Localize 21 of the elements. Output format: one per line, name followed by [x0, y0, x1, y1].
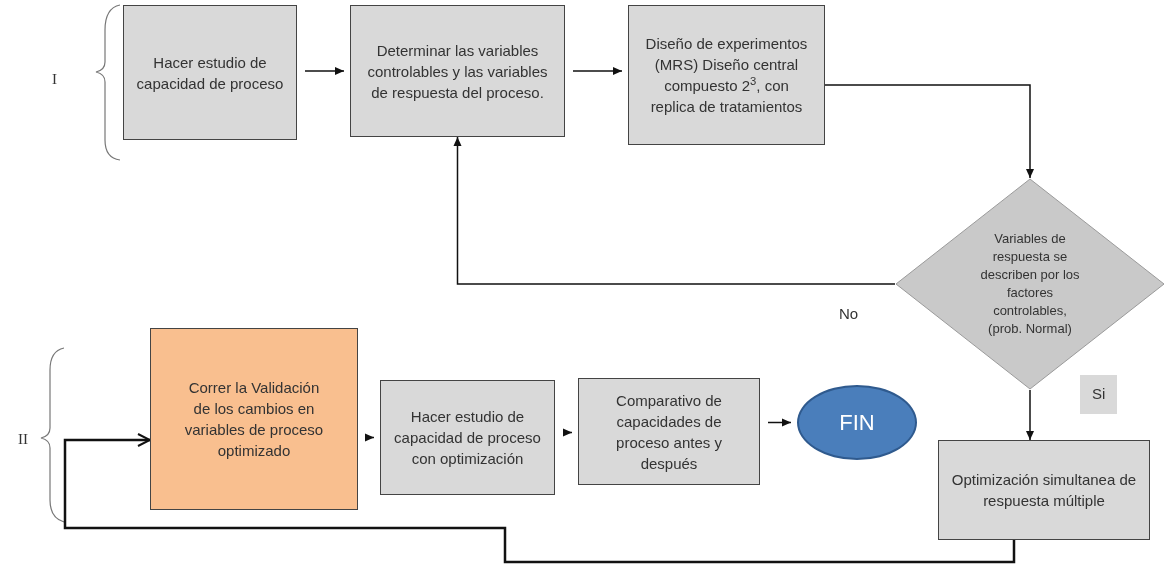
- arrow: [572, 67, 623, 75]
- process-box: Hacer estudio de capacidad de proceso: [123, 5, 297, 140]
- process-box: Diseño de experimentos (MRS) Diseño central compuesto 2$^{3}$, con replica de tratamientos: [628, 5, 825, 145]
- arrow: [767, 418, 792, 427]
- arrow: [824, 84, 1034, 179]
- process-box: Correr la Validación de los cambios en variables de proceso optimizado: [150, 328, 358, 510]
- process-box: Optimización simultanea de respuesta múltiple: [938, 440, 1150, 540]
- phase-label: I: [52, 70, 57, 89]
- process-box: Comparativo de capacidades de proceso antes y después: [578, 378, 760, 485]
- arrow: [1026, 389, 1034, 441]
- edge-label: Si: [1080, 375, 1118, 414]
- arrow: [63, 433, 1016, 564]
- arrow: [365, 433, 375, 442]
- arrow: [562, 428, 573, 437]
- decision-text: Variables de respuesta se describen por los factores controlables, (prob. Normal): [979, 230, 1081, 338]
- arrow: [453, 136, 896, 285]
- process-box: Determinar las variables controlables y las variables de respuesta del proceso.: [350, 5, 565, 137]
- phase-label: II: [18, 430, 28, 449]
- end-ellipse: FIN: [797, 385, 917, 460]
- process-box: Hacer estudio de capacidad de proceso con optimización: [380, 380, 555, 495]
- arrow: [304, 67, 345, 75]
